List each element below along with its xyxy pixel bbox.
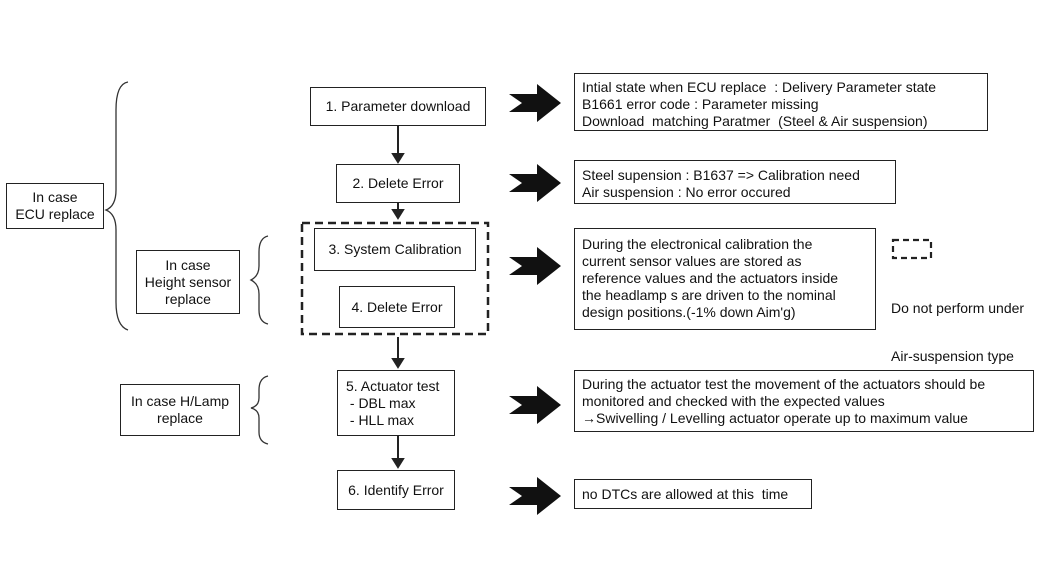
case-height-line-1: In case: [165, 256, 211, 273]
note-5-line-1: During the actuator test the movement of…: [582, 376, 986, 392]
note-6-line-1: no DTCs are allowed at this time: [582, 486, 789, 502]
note-system-calibration: During the electronical calibration the …: [574, 228, 876, 330]
note-arrow-5: [509, 386, 561, 424]
flow-arrows: [391, 126, 405, 469]
case-height-line-3: replace: [165, 290, 211, 307]
note-3-line-3: reference values and the actuators insid…: [582, 270, 839, 286]
note-arrow-6: [509, 477, 561, 515]
note-actuator-test: During the actuator test the movement of…: [574, 370, 1034, 432]
case-hlamp-line-1: In case H/Lamp: [130, 393, 230, 409]
case-hlamp-line-2: replace: [157, 410, 203, 426]
legend-dashed-sample: [891, 238, 933, 260]
case-hlamp-replace: In case H/Lamp replace: [120, 384, 240, 436]
step-delete-error-2: 4. Delete Error: [339, 286, 455, 328]
step-6-label: 6. Identify Error: [348, 481, 444, 498]
note-arrow-2: [509, 164, 561, 202]
step-5-line-3: - HLL max: [346, 412, 414, 428]
step-5-line-2: - DBL max: [346, 395, 416, 411]
step-5-line-1: 5. Actuator test: [346, 378, 440, 394]
note-2-line-2: Air suspension : No error occured: [582, 184, 791, 200]
note-arrow-1: [509, 84, 561, 122]
step-1-label: 1. Parameter download: [325, 98, 471, 114]
case-ecu-line-2: ECU replace: [15, 206, 95, 222]
legend-line-2: Air-suspension type: [891, 348, 1014, 364]
case-height-sensor-replace: In case Height sensor replace: [136, 250, 240, 314]
note-3-line-4: the headlamp s are driven to the nominal: [582, 287, 836, 303]
note-2-line-1: Steel supension : B1637 => Calibration n…: [582, 167, 860, 183]
note-delete-error: Steel supension : B1637 => Calibration n…: [574, 160, 896, 204]
note-arrow-3: [509, 247, 561, 285]
note-1-line-1: Intial state when ECU replace : Delivery…: [582, 79, 937, 95]
note-1-line-2: B1661 error code : Parameter missing: [582, 96, 819, 112]
case-ecu-line-1: In case: [32, 189, 78, 205]
note-identify-error: no DTCs are allowed at this time: [574, 479, 812, 509]
step-4-label: 4. Delete Error: [351, 298, 443, 315]
step-2-label: 2. Delete Error: [352, 175, 444, 191]
note-arrows: [509, 84, 561, 515]
brace-height: [249, 235, 269, 325]
step-parameter-download: 1. Parameter download: [310, 87, 486, 126]
note-3-line-5: design positions.(-1% down Aim'g): [582, 304, 796, 320]
note-parameter-download: Intial state when ECU replace : Delivery…: [574, 73, 988, 131]
step-3-label: 3. System Calibration: [328, 241, 462, 257]
legend-line-1: Do not perform under: [891, 300, 1025, 316]
case-height-line-2: Height sensor: [144, 273, 232, 290]
note-5-line-2: monitored and checked with the expected …: [582, 393, 885, 409]
dashed-group-box: [300, 221, 490, 336]
brace-hlamp: [250, 375, 269, 445]
note-5-line-3: →Swivelling / Levelling actuator operate…: [582, 410, 968, 426]
step-delete-error-1: 2. Delete Error: [336, 164, 460, 203]
case-ecu-replace: In case ECU replace: [6, 183, 104, 229]
note-3-line-1: During the electronical calibration the: [582, 236, 813, 252]
legend-text: Do not perform under Air-suspension type: [891, 268, 1024, 380]
note-1-line-3: Download matching Paratmer (Steel & Air …: [582, 113, 928, 129]
note-3-line-2: current sensor values are stored as: [582, 253, 802, 269]
step-actuator-test: 5. Actuator test - DBL max - HLL max: [337, 370, 455, 436]
step-system-calibration: 3. System Calibration: [314, 228, 476, 271]
step-identify-error: 6. Identify Error: [337, 470, 455, 510]
brace-ecu: [104, 81, 129, 331]
